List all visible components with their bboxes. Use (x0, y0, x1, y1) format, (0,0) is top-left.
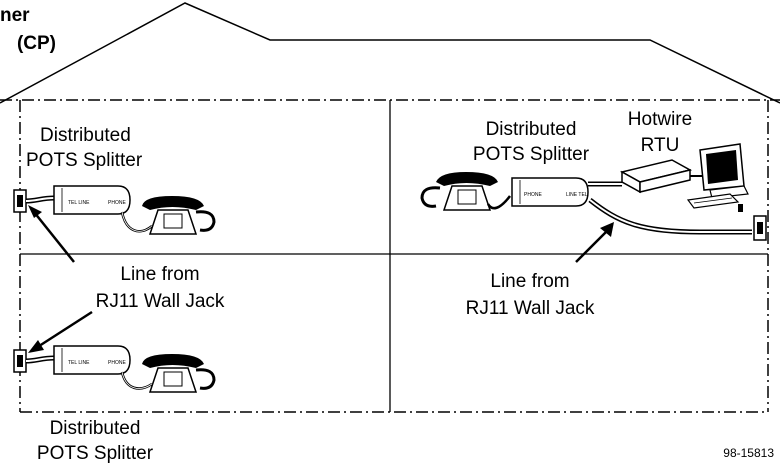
telephone-bottom-left-icon (142, 354, 216, 393)
hotwire-rtu-icon (619, 159, 693, 194)
arrow-line-from-right (575, 229, 609, 263)
phone-cord-top-left (120, 211, 153, 233)
splitter-top-left-label-line1: Distributed (40, 125, 131, 146)
line-from-left-label-line1: Line from (120, 264, 200, 285)
computer-icon (686, 143, 749, 212)
splitter-port-label: TEL LINE (68, 360, 90, 366)
customer-premises-label-line2: (CP) (16, 33, 56, 54)
line-from-right-label-line1: Line from (490, 271, 570, 292)
pots-splitter-right-icon: PHONE LINE TEL (511, 177, 589, 207)
splitter-bottom-label-line1: Distributed (49, 418, 141, 439)
splitter-top-left-label-line2: POTS Splitter (26, 150, 143, 171)
pots-splitter-top-left-icon: TEL LINE PHONE (53, 185, 131, 215)
customer-premises-label-line1: ner (0, 5, 30, 26)
splitter-port-label: TEL LINE (68, 200, 90, 206)
hotwire-label-line2: RTU (640, 135, 680, 156)
wall-jack-bottom-left-icon (13, 349, 27, 373)
line-from-right-label-line2: RJ11 Wall Jack (465, 298, 595, 319)
splitter-right-label-line2: POTS Splitter (472, 144, 590, 165)
splitter-right-label-line1: Distributed (485, 119, 577, 140)
figure-id: 98-15813 (723, 446, 774, 460)
wall-jack-right-icon (753, 215, 767, 241)
house-roof (0, 2, 780, 104)
phone-cord-bottom-left (120, 371, 153, 390)
splitter-port-label: PHONE (108, 200, 126, 206)
wall-jack-top-left-icon (13, 189, 27, 213)
splitter-port-label: PHONE (108, 360, 126, 366)
telephone-top-left-icon (142, 196, 216, 235)
arrow-line-from-bottom-left (35, 310, 93, 350)
arrow-line-from-top-left (33, 211, 75, 263)
splitter-bottom-label-line2: POTS Splitter (36, 443, 154, 464)
splitter-port-label: PHONE (524, 192, 542, 198)
splitter-port-label: LINE TEL (566, 192, 588, 198)
phone-cord-right (486, 195, 511, 210)
hotwire-label-line1: Hotwire (627, 109, 693, 130)
telephone-right-icon (420, 172, 498, 211)
line-from-left-label-line2: RJ11 Wall Jack (95, 291, 225, 312)
pots-splitter-bottom-left-icon: TEL LINE PHONE (53, 345, 131, 375)
